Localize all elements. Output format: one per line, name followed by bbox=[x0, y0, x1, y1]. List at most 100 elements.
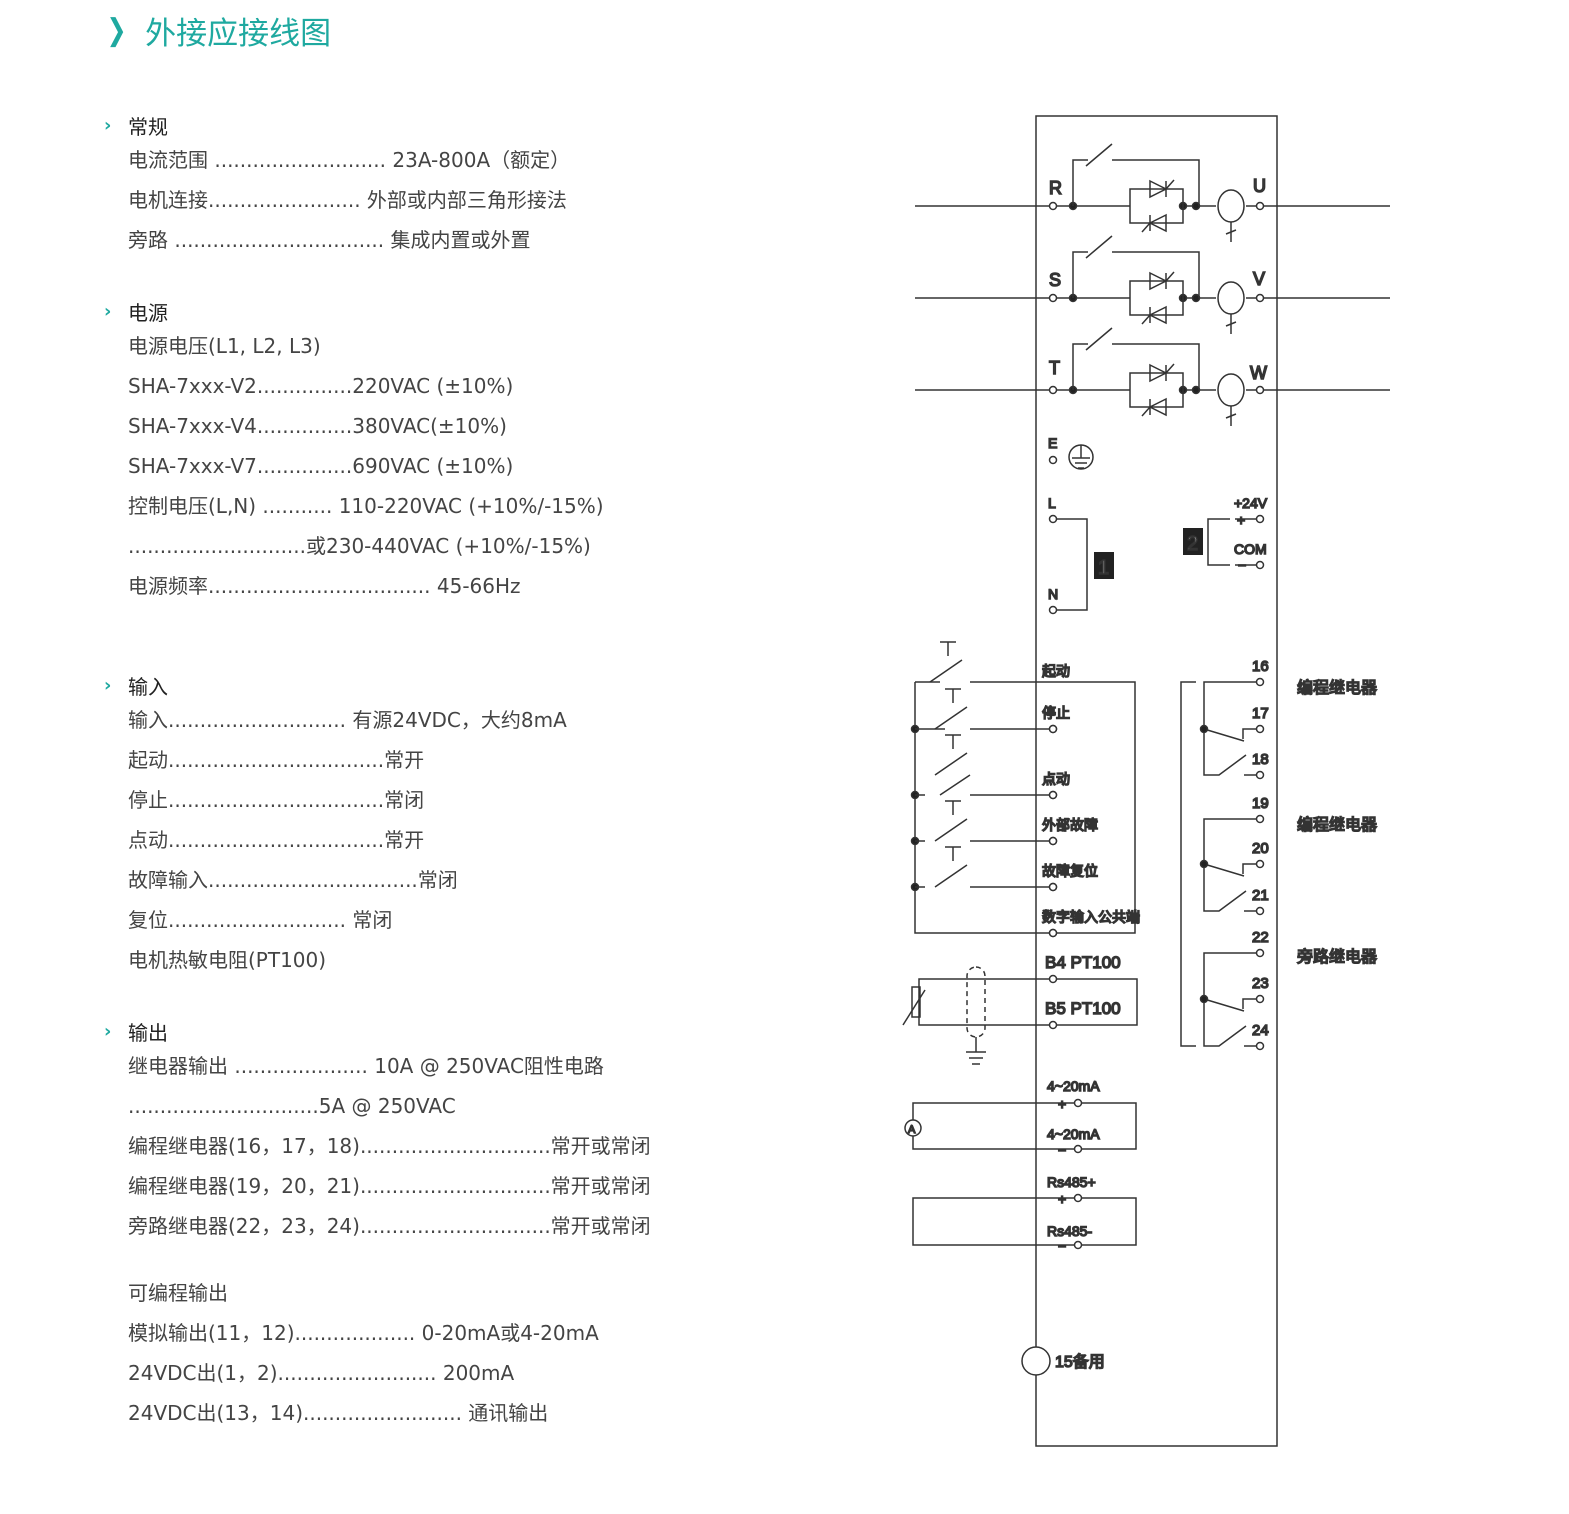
terminal-label: S bbox=[1049, 270, 1061, 290]
chevron-right-icon: ❯ bbox=[106, 13, 127, 48]
rs485-label: Rs485- bbox=[1047, 1223, 1092, 1239]
relay-label: 编程继电器 bbox=[1297, 679, 1377, 697]
spec-line: 编程继电器(16，17，18).........................… bbox=[128, 1134, 651, 1158]
terminal-circle bbox=[1255, 560, 1265, 570]
terminal-label: W bbox=[1250, 363, 1267, 383]
terminal-circle bbox=[1255, 724, 1265, 734]
thyristor-icon bbox=[1149, 271, 1175, 291]
terminal-label: N bbox=[1048, 586, 1058, 602]
terminal-label: U bbox=[1253, 176, 1266, 196]
section-heading: 电源 bbox=[128, 300, 168, 325]
spec-line: SHA-7xxx-V2...............220VAC (±10%) bbox=[128, 374, 514, 398]
section-output: › 输出 继电器输出 ..................... 10A @ 25… bbox=[104, 1016, 651, 1246]
pushbutton-icon bbox=[934, 734, 968, 776]
spec-line: 停止..................................常闭 bbox=[128, 788, 425, 812]
ammeter-icon bbox=[904, 1119, 922, 1137]
terminal-label: + bbox=[1058, 1191, 1066, 1207]
thyristor-icon bbox=[1149, 179, 1175, 199]
ground-icon bbox=[966, 1037, 986, 1065]
marker-box-2 bbox=[1183, 528, 1203, 555]
input-left-bus bbox=[914, 682, 1049, 934]
terminal-circle bbox=[1255, 1041, 1265, 1051]
input-switch-wire bbox=[915, 728, 971, 888]
spare-terminal bbox=[1021, 1346, 1051, 1376]
terminal-circle bbox=[1073, 1193, 1083, 1203]
terminal-circle bbox=[1255, 677, 1265, 687]
terminal-label: COM bbox=[1234, 541, 1267, 557]
section-heading: 常规 bbox=[128, 114, 168, 139]
pt100-label: B4 PT100 bbox=[1045, 953, 1121, 972]
chevron-right-icon: › bbox=[104, 300, 112, 322]
analog-label: 4~20mA bbox=[1047, 1078, 1100, 1094]
relay-terminal-label: 23 bbox=[1252, 975, 1269, 992]
thyristor-bridge bbox=[1129, 372, 1184, 408]
terminal-circle bbox=[1073, 1240, 1083, 1250]
spec-line: 电机连接........................ 外部或内部三角形接法 bbox=[128, 188, 567, 212]
24v-bracket bbox=[1207, 518, 1256, 566]
section-input: ›输入 输入............................ 有源24V… bbox=[104, 670, 567, 980]
spec-line: 继电器输出 ..................... 10A @ 250VAC… bbox=[128, 1054, 604, 1078]
terminal-label: V bbox=[1253, 269, 1265, 289]
ammeter-label: A bbox=[908, 1124, 916, 1136]
spec-line: 24VDC出(1，2)......................... 200… bbox=[128, 1361, 515, 1385]
relay-bracket bbox=[1180, 681, 1196, 1047]
terminal-circle bbox=[1255, 770, 1265, 780]
terminal-circle bbox=[1073, 1144, 1083, 1154]
relay-label: 旁路继电器 bbox=[1297, 948, 1377, 966]
spec-line: 编程继电器(19，20，21).........................… bbox=[128, 1174, 651, 1198]
spec-line: 24VDC出(13，14)......................... 通… bbox=[128, 1401, 549, 1425]
terminal-label: + bbox=[1237, 512, 1245, 528]
terminal-circle bbox=[1255, 385, 1265, 395]
input-label: 停止 bbox=[1042, 705, 1070, 721]
spec-line: 模拟输出(11，12)................... 0-20mA或4-… bbox=[128, 1321, 599, 1345]
terminal-circle bbox=[1255, 814, 1265, 824]
relay-terminal-label: 24 bbox=[1252, 1022, 1269, 1039]
relay-contact bbox=[1203, 681, 1256, 776]
terminal-circle bbox=[1255, 293, 1265, 303]
bypass-switch bbox=[1072, 327, 1200, 390]
terminal-circle bbox=[1255, 514, 1265, 524]
chevron-right-icon: › bbox=[104, 674, 112, 696]
terminal-circle bbox=[1048, 293, 1058, 303]
spec-line: 电流范围 ........................... 23A-800… bbox=[128, 148, 571, 172]
input-common-wire bbox=[915, 681, 1136, 934]
terminal-label: E bbox=[1048, 435, 1057, 451]
section-heading: 输入 bbox=[128, 674, 168, 699]
shield-icon bbox=[966, 966, 986, 1038]
ct-lead bbox=[1225, 222, 1237, 242]
terminal-circle bbox=[1048, 605, 1058, 615]
terminal-label: L bbox=[1048, 495, 1056, 511]
terminal-circle bbox=[1048, 385, 1058, 395]
thermistor-icon bbox=[911, 986, 921, 1018]
title-text: 外接应接线图 bbox=[145, 16, 332, 52]
spec-line: 电机热敏电阻(PT100) bbox=[128, 948, 327, 972]
terminal-circle bbox=[1048, 514, 1058, 524]
chevron-right-icon: › bbox=[104, 1020, 112, 1042]
marker-label: 1 bbox=[1098, 557, 1109, 579]
relay-terminal-label: 22 bbox=[1252, 929, 1269, 946]
relay-terminal-label: 18 bbox=[1252, 751, 1269, 768]
spec-line: 旁路继电器(22，23，24).........................… bbox=[128, 1214, 651, 1238]
rs485-label: Rs485+ bbox=[1047, 1174, 1096, 1190]
terminal-circle bbox=[1073, 1098, 1083, 1108]
terminal-label: +24V bbox=[1234, 495, 1268, 511]
junction-dot bbox=[1199, 994, 1209, 1004]
terminal-circle bbox=[1048, 790, 1058, 800]
relay-terminal-label: 17 bbox=[1252, 705, 1269, 722]
junction-dot bbox=[1199, 859, 1209, 869]
current-transformer-icon bbox=[1217, 373, 1245, 407]
terminal-circle bbox=[1048, 201, 1058, 211]
section-heading: 输出 bbox=[128, 1020, 168, 1045]
earth-icon bbox=[1072, 445, 1090, 469]
rs485-wire bbox=[912, 1197, 1137, 1246]
terminal-circle bbox=[1255, 201, 1265, 211]
input-label: 外部故障 bbox=[1042, 817, 1098, 833]
pt100-label: B5 PT100 bbox=[1045, 999, 1121, 1018]
spec-line: 起动..................................常开 bbox=[128, 748, 425, 772]
junction-dot bbox=[1199, 724, 1209, 734]
relay-contact bbox=[1203, 952, 1256, 1047]
section-general: ›常规 电流范围 ........................... 23A… bbox=[104, 110, 570, 260]
terminal-circle bbox=[1255, 948, 1265, 958]
terminal-label: − bbox=[1238, 557, 1246, 573]
current-transformer-icon bbox=[1217, 281, 1245, 315]
